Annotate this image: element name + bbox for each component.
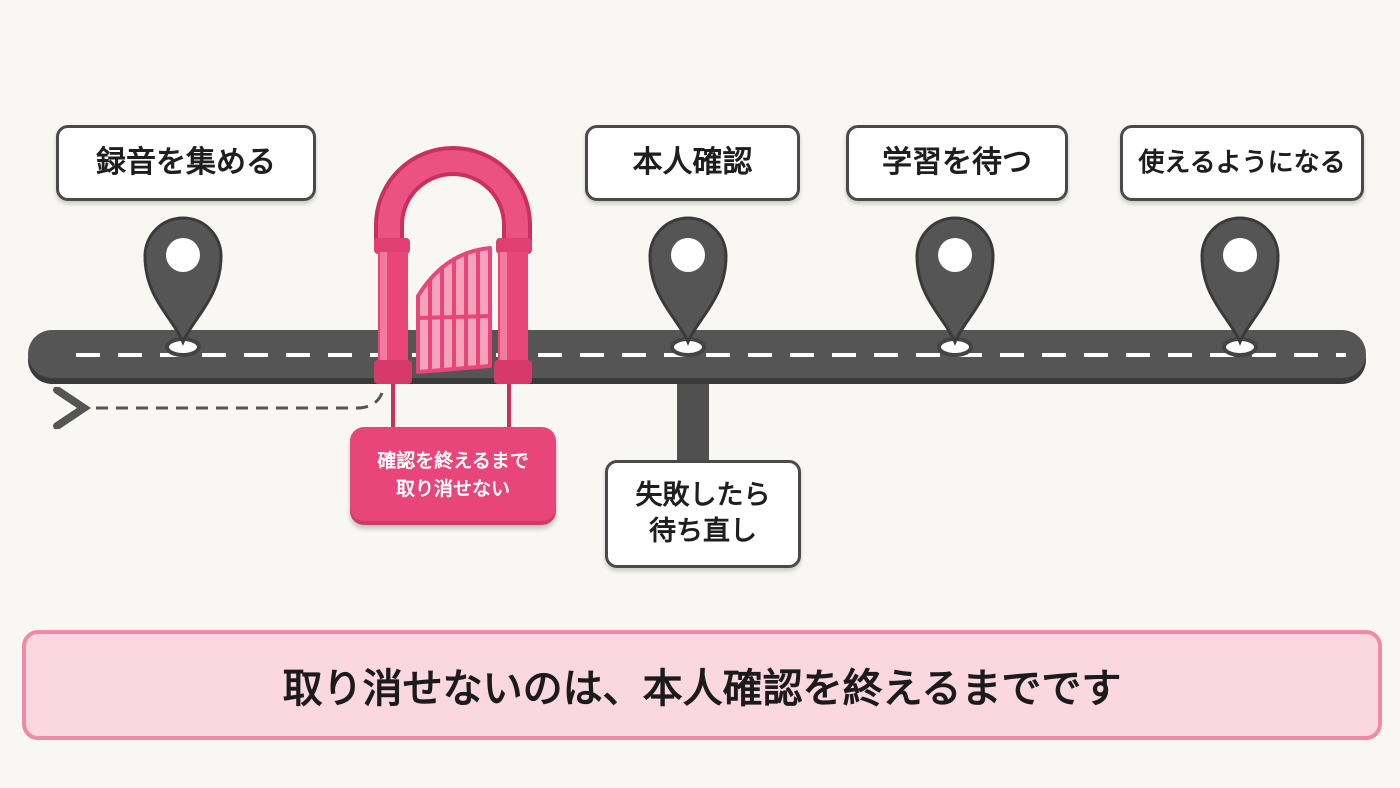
step-label-text: 録音を集める [96, 145, 276, 181]
step-label-ready-to-use: 使えるようになる [1120, 125, 1364, 201]
step-label-wait-training: 学習を待つ [846, 125, 1068, 201]
summary-text: 取り消せないのは、本人確認を終えるまでです [282, 666, 1122, 712]
road [28, 330, 1366, 384]
map-pin-icon [648, 216, 728, 357]
map-pin-icon [143, 216, 223, 357]
gate-arch-icon [374, 146, 532, 445]
map-pin-icon [915, 216, 995, 357]
branch-connector [677, 375, 709, 465]
gate-sign-text: 確認を終えるまで 取り消せない [377, 450, 529, 500]
step-label-text: 使えるようになる [1138, 147, 1346, 178]
dashed-arrow-left-icon [84, 393, 384, 408]
gate-sign: 確認を終えるまで 取り消せない [350, 427, 556, 525]
branch-label-text: 失敗したら 待ち直し [635, 479, 771, 547]
step-label-text: 学習を待つ [882, 145, 1032, 181]
step-label-collect-recordings: 録音を集める [56, 125, 316, 201]
branch-label-retry: 失敗したら 待ち直し [605, 460, 801, 568]
step-label-text: 本人確認 [632, 145, 753, 181]
summary-banner: 取り消せないのは、本人確認を終えるまでです [22, 630, 1382, 740]
map-pin-icon [1200, 216, 1280, 357]
step-label-identity-check: 本人確認 [585, 125, 800, 201]
